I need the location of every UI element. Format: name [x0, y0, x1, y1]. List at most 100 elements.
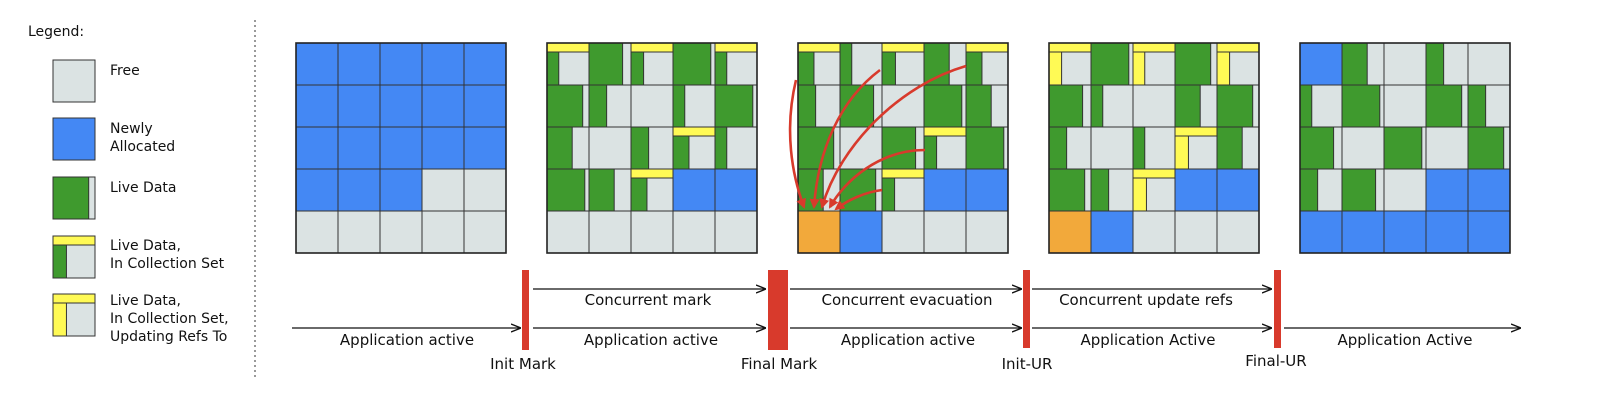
region-cell-free — [1090, 126, 1134, 170]
region-cell-free — [588, 210, 632, 254]
region-cell-live-data — [546, 84, 590, 128]
pause-bars — [522, 270, 1281, 350]
region-cell-live-data — [1216, 126, 1260, 170]
region-cell-live-data — [1299, 168, 1343, 212]
region-cell-free — [379, 210, 423, 254]
region-cell-live-data — [1341, 168, 1385, 212]
evacuation-arrow — [788, 79, 806, 209]
region-cell-live-data — [839, 42, 883, 86]
region-cell-free — [295, 210, 339, 254]
timeline — [292, 289, 1520, 328]
region-cell-live-cset-updating — [1174, 126, 1218, 170]
heap-grid-border — [1048, 42, 1260, 254]
region-cell-live-cset — [546, 42, 590, 86]
region-cell-live-data — [1425, 84, 1469, 128]
region-cell-free — [714, 210, 758, 254]
heap-grid-border — [546, 42, 758, 254]
application-label: Application Active — [1081, 331, 1216, 349]
legend-label-live-data: Live Data — [110, 180, 176, 196]
region-cell-live-data — [881, 126, 925, 170]
legend-swatch-cell — [52, 117, 96, 161]
region-cell-newly-allocated — [337, 126, 381, 170]
legend-swatch-newly-allocated — [52, 117, 96, 161]
region-cell-live-data — [588, 84, 632, 128]
heap-state-update-refs — [1048, 42, 1260, 254]
region-cell-newly-allocated — [463, 42, 507, 86]
region-cell-newly-allocated — [421, 126, 465, 170]
region-cell-live-data — [714, 126, 758, 170]
region-cell-newly-allocated — [295, 42, 339, 86]
legend-item-free: Free — [52, 59, 140, 103]
region-cell-newly-allocated — [421, 84, 465, 128]
heap-states — [295, 42, 1511, 254]
region-cell-free — [965, 210, 1009, 254]
evacuation-arrow — [819, 64, 967, 209]
legend-item-live-data: Live Data — [52, 176, 176, 220]
region-cell-live-data — [1174, 84, 1218, 128]
pause-bar-final-mark — [768, 270, 788, 350]
application-label: Application active — [584, 331, 718, 349]
region-cell-free — [463, 210, 507, 254]
legend-item-newly-allocated: Newly Allocated — [52, 117, 175, 161]
pause-label: Init Mark — [490, 355, 556, 373]
region-cell-free — [463, 168, 507, 212]
pause-bar-final-ur — [1274, 270, 1281, 348]
region-cell-live-data — [1299, 84, 1343, 128]
region-cell-free — [1341, 126, 1385, 170]
region-cell-live-data — [1425, 42, 1469, 86]
concurrent-label: Concurrent evacuation — [821, 291, 992, 309]
heap-grid-border — [797, 42, 1009, 254]
region-cell-free — [672, 210, 716, 254]
region-cell-live-data — [1090, 168, 1134, 212]
region-cell-newly-allocated — [463, 84, 507, 128]
region-cell-live-cset — [965, 42, 1009, 86]
region-cell-free — [1174, 210, 1218, 254]
region-cell-live-cset — [714, 42, 758, 86]
heap-grid-border — [1299, 42, 1511, 254]
region-cell-live-cset-updating — [1048, 42, 1092, 86]
concurrent-label: Concurrent mark — [585, 291, 712, 309]
legend-label-newly-allocated: Newly Allocated — [110, 121, 175, 155]
region-cell-newly-allocated — [1425, 168, 1469, 212]
region-cell-live-cset — [672, 126, 716, 170]
region-cell-live-data — [1467, 84, 1511, 128]
evacuation-arrow — [809, 68, 881, 209]
region-cell-live-data — [797, 84, 841, 128]
heap-state-reclaimed — [1299, 42, 1511, 254]
region-cell-live-data — [923, 84, 967, 128]
region-cell-live-data — [797, 126, 841, 170]
pause-label: Final-UR — [1245, 352, 1306, 370]
region-cell-newly-allocated — [1341, 210, 1385, 254]
legend-label-free: Free — [110, 63, 140, 79]
region-cell-free — [881, 210, 925, 254]
region-cell-newly-allocated — [1216, 168, 1260, 212]
region-cell-live-data — [1048, 84, 1092, 128]
region-cell-live-data — [965, 126, 1009, 170]
region-cell-newly-allocated — [1383, 210, 1427, 254]
region-cell-live-data — [1090, 84, 1134, 128]
region-cell-newly-allocated — [463, 126, 507, 170]
region-cell-free — [1383, 168, 1427, 212]
region-cell-newly-allocated — [1467, 168, 1511, 212]
pause-bar-init-mark — [522, 270, 529, 350]
region-cell-live-data — [1341, 42, 1385, 86]
region-cell-live-data — [1048, 126, 1092, 170]
region-cell-live-data — [630, 126, 674, 170]
evacuation-arrow — [828, 148, 926, 209]
region-cell-newly-allocated — [379, 42, 423, 86]
region-cell-newly-allocated — [337, 84, 381, 128]
pause-label: Final Mark — [741, 355, 818, 373]
concurrent-label: Concurrent update refs — [1059, 291, 1233, 309]
region-cell-live-cset — [881, 42, 925, 86]
pause-label: Init-UR — [1002, 355, 1053, 373]
legend-swatch-live-data — [52, 176, 96, 220]
region-cell-live-cset-updating — [1132, 168, 1176, 212]
application-label: Application active — [841, 331, 975, 349]
region-cell-live-data — [672, 42, 716, 86]
region-cell-live-data — [923, 42, 967, 86]
region-cell-free — [1216, 210, 1260, 254]
region-cell-newly-allocated — [379, 168, 423, 212]
heap-state-initial — [295, 42, 507, 254]
timeline-labels: Application active Application active Ap… — [340, 291, 1473, 373]
region-cell-free — [421, 168, 465, 212]
